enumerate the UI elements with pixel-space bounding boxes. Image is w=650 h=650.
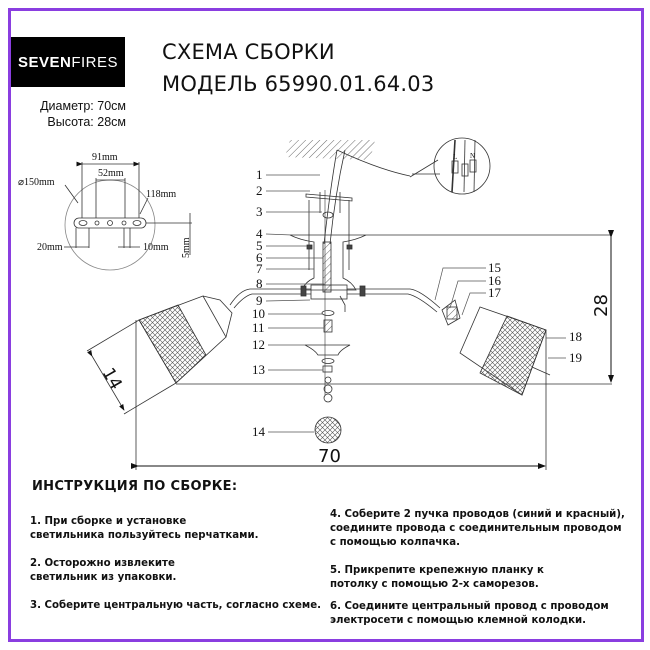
part-11-label: 11	[252, 320, 265, 335]
dim-10mm: 10mm	[143, 242, 169, 253]
part-18-label: 18	[569, 329, 582, 344]
height-dimension-label: 28	[591, 294, 612, 317]
wiring-callout: L N	[409, 137, 491, 195]
diameter-spec: Диаметр: 70см	[40, 99, 126, 113]
part-14-label: 14	[252, 424, 266, 439]
dim-91mm: 91mm	[92, 152, 118, 163]
part-15-label: 15	[488, 260, 501, 275]
part-16-label: 16	[488, 273, 502, 288]
part-2-label: 2	[256, 183, 263, 198]
dim-52mm: 52mm	[98, 168, 124, 179]
mounting-plate-labels: 91mm 52mm 118mm ⌀150mm 20mm 10mm 5mm	[18, 152, 192, 258]
part-17-label: 17	[488, 285, 502, 300]
title-line-1: СХЕМА СБОРКИ	[162, 40, 335, 64]
part-leader-lines-right	[434, 267, 566, 359]
instruction-step-1: 1. При сборке и установке светильника по…	[30, 516, 259, 541]
height-spec: Высота: 28см	[47, 115, 126, 129]
instruction-step-3: 3. Соберите центральную часть, согласно …	[30, 600, 322, 611]
part-labels-right: 15 16 17 18 19	[488, 260, 582, 365]
part-7-label: 7	[256, 261, 263, 276]
instructions-heading: ИНСТРУКЦИЯ ПО СБОРКЕ:	[32, 479, 238, 494]
brand-logo-bold: SEVEN	[17, 53, 72, 71]
ceiling-hatch	[285, 140, 375, 160]
brand-logo-light: FIRES	[71, 53, 119, 71]
central-assembly	[289, 149, 612, 444]
width-dimension-label: 70	[318, 446, 341, 467]
right-shade	[441, 299, 551, 470]
product-dimensions: Диаметр: 70см Высота: 28см	[10, 98, 126, 130]
part-13-label: 13	[252, 362, 265, 377]
part-8-label: 8	[256, 276, 263, 291]
part-leader-lines-left	[265, 174, 324, 433]
part-5-label: 5	[256, 238, 263, 253]
part-labels-left: 1 2 3 4 5 6 7 8 9 10 11 12 13 14	[252, 167, 266, 439]
dim-5mm: 5mm	[181, 237, 192, 258]
page-title: СХЕМА СБОРКИ МОДЕЛЬ 65990.01.64.03	[162, 36, 434, 100]
part-9-label: 9	[256, 293, 263, 308]
part-1-label: 1	[256, 167, 263, 182]
instruction-step-5: 5. Прикрепите крепежную планку к потолку…	[330, 565, 544, 590]
part-10-label: 10	[252, 306, 265, 321]
page-frame	[8, 8, 644, 642]
part-19-label: 19	[569, 350, 582, 365]
mounting-plate-detail	[64, 161, 192, 271]
part-12-label: 12	[252, 337, 265, 352]
title-line-2: МОДЕЛЬ 65990.01.64.03	[162, 72, 435, 96]
shade-dimension-label: 14	[98, 365, 126, 394]
left-shade	[86, 295, 612, 470]
neutral-wire-label: N	[470, 152, 475, 160]
dim-150mm: ⌀150mm	[18, 177, 55, 188]
live-wire-label: L	[453, 153, 457, 161]
dim-20mm: 20mm	[37, 242, 63, 253]
instruction-step-4: 4. Соберите 2 пучка проводов (синий и кр…	[330, 509, 625, 548]
dim-118mm: 118mm	[146, 189, 176, 200]
part-6-label: 6	[256, 250, 263, 265]
instruction-step-6: 6. Соедините центральный провод с провод…	[330, 601, 609, 626]
lamp-arms	[229, 285, 441, 313]
part-4-label: 4	[256, 226, 263, 241]
part-3-label: 3	[256, 204, 263, 219]
instruction-step-2: 2. Осторожно извлеките светильник из упа…	[30, 558, 177, 583]
